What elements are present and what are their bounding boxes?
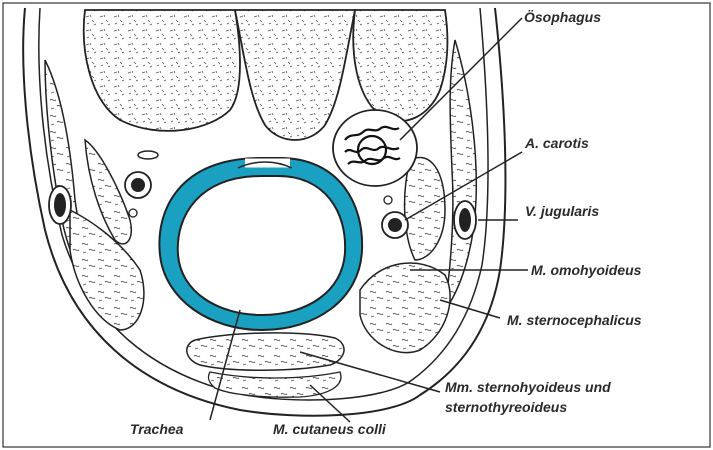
label-oesophagus: Ösophagus xyxy=(524,9,601,25)
carotid-artery-right-lumen xyxy=(388,218,402,232)
trachea-lumen xyxy=(178,176,345,315)
cutaneus-colli-muscle xyxy=(208,372,341,397)
dorsal-muscle-left xyxy=(84,10,240,131)
label-jugularis: V. jugularis xyxy=(525,203,599,219)
dorsal-muscle-right xyxy=(353,10,447,121)
nerve-left xyxy=(129,209,137,217)
jugular-vein-right-lumen xyxy=(459,208,471,232)
label-carotis: A. carotis xyxy=(524,135,589,151)
carotid-artery-left-lumen xyxy=(131,178,145,192)
vagus-nerve-left xyxy=(138,151,158,159)
vertebral-body xyxy=(235,10,355,140)
label-omohyoideus: M. omohyoideus xyxy=(531,262,642,278)
label-sternohyoideus-line1: Mm. sternohyoideus und xyxy=(445,379,611,395)
sternocephalicus-right xyxy=(360,263,450,353)
sternohyoideus-muscle xyxy=(187,333,344,370)
oesophagus xyxy=(333,110,417,186)
label-sternocephalicus: M. sternocephalicus xyxy=(507,312,642,328)
label-trachea: Trachea xyxy=(130,421,184,437)
nerve-right xyxy=(384,196,392,204)
label-sternohyoideus-line2: sternothyreoideus xyxy=(445,399,567,415)
jugular-vein-left-lumen xyxy=(54,193,66,217)
label-cutaneus: M. cutaneus colli xyxy=(273,421,387,437)
